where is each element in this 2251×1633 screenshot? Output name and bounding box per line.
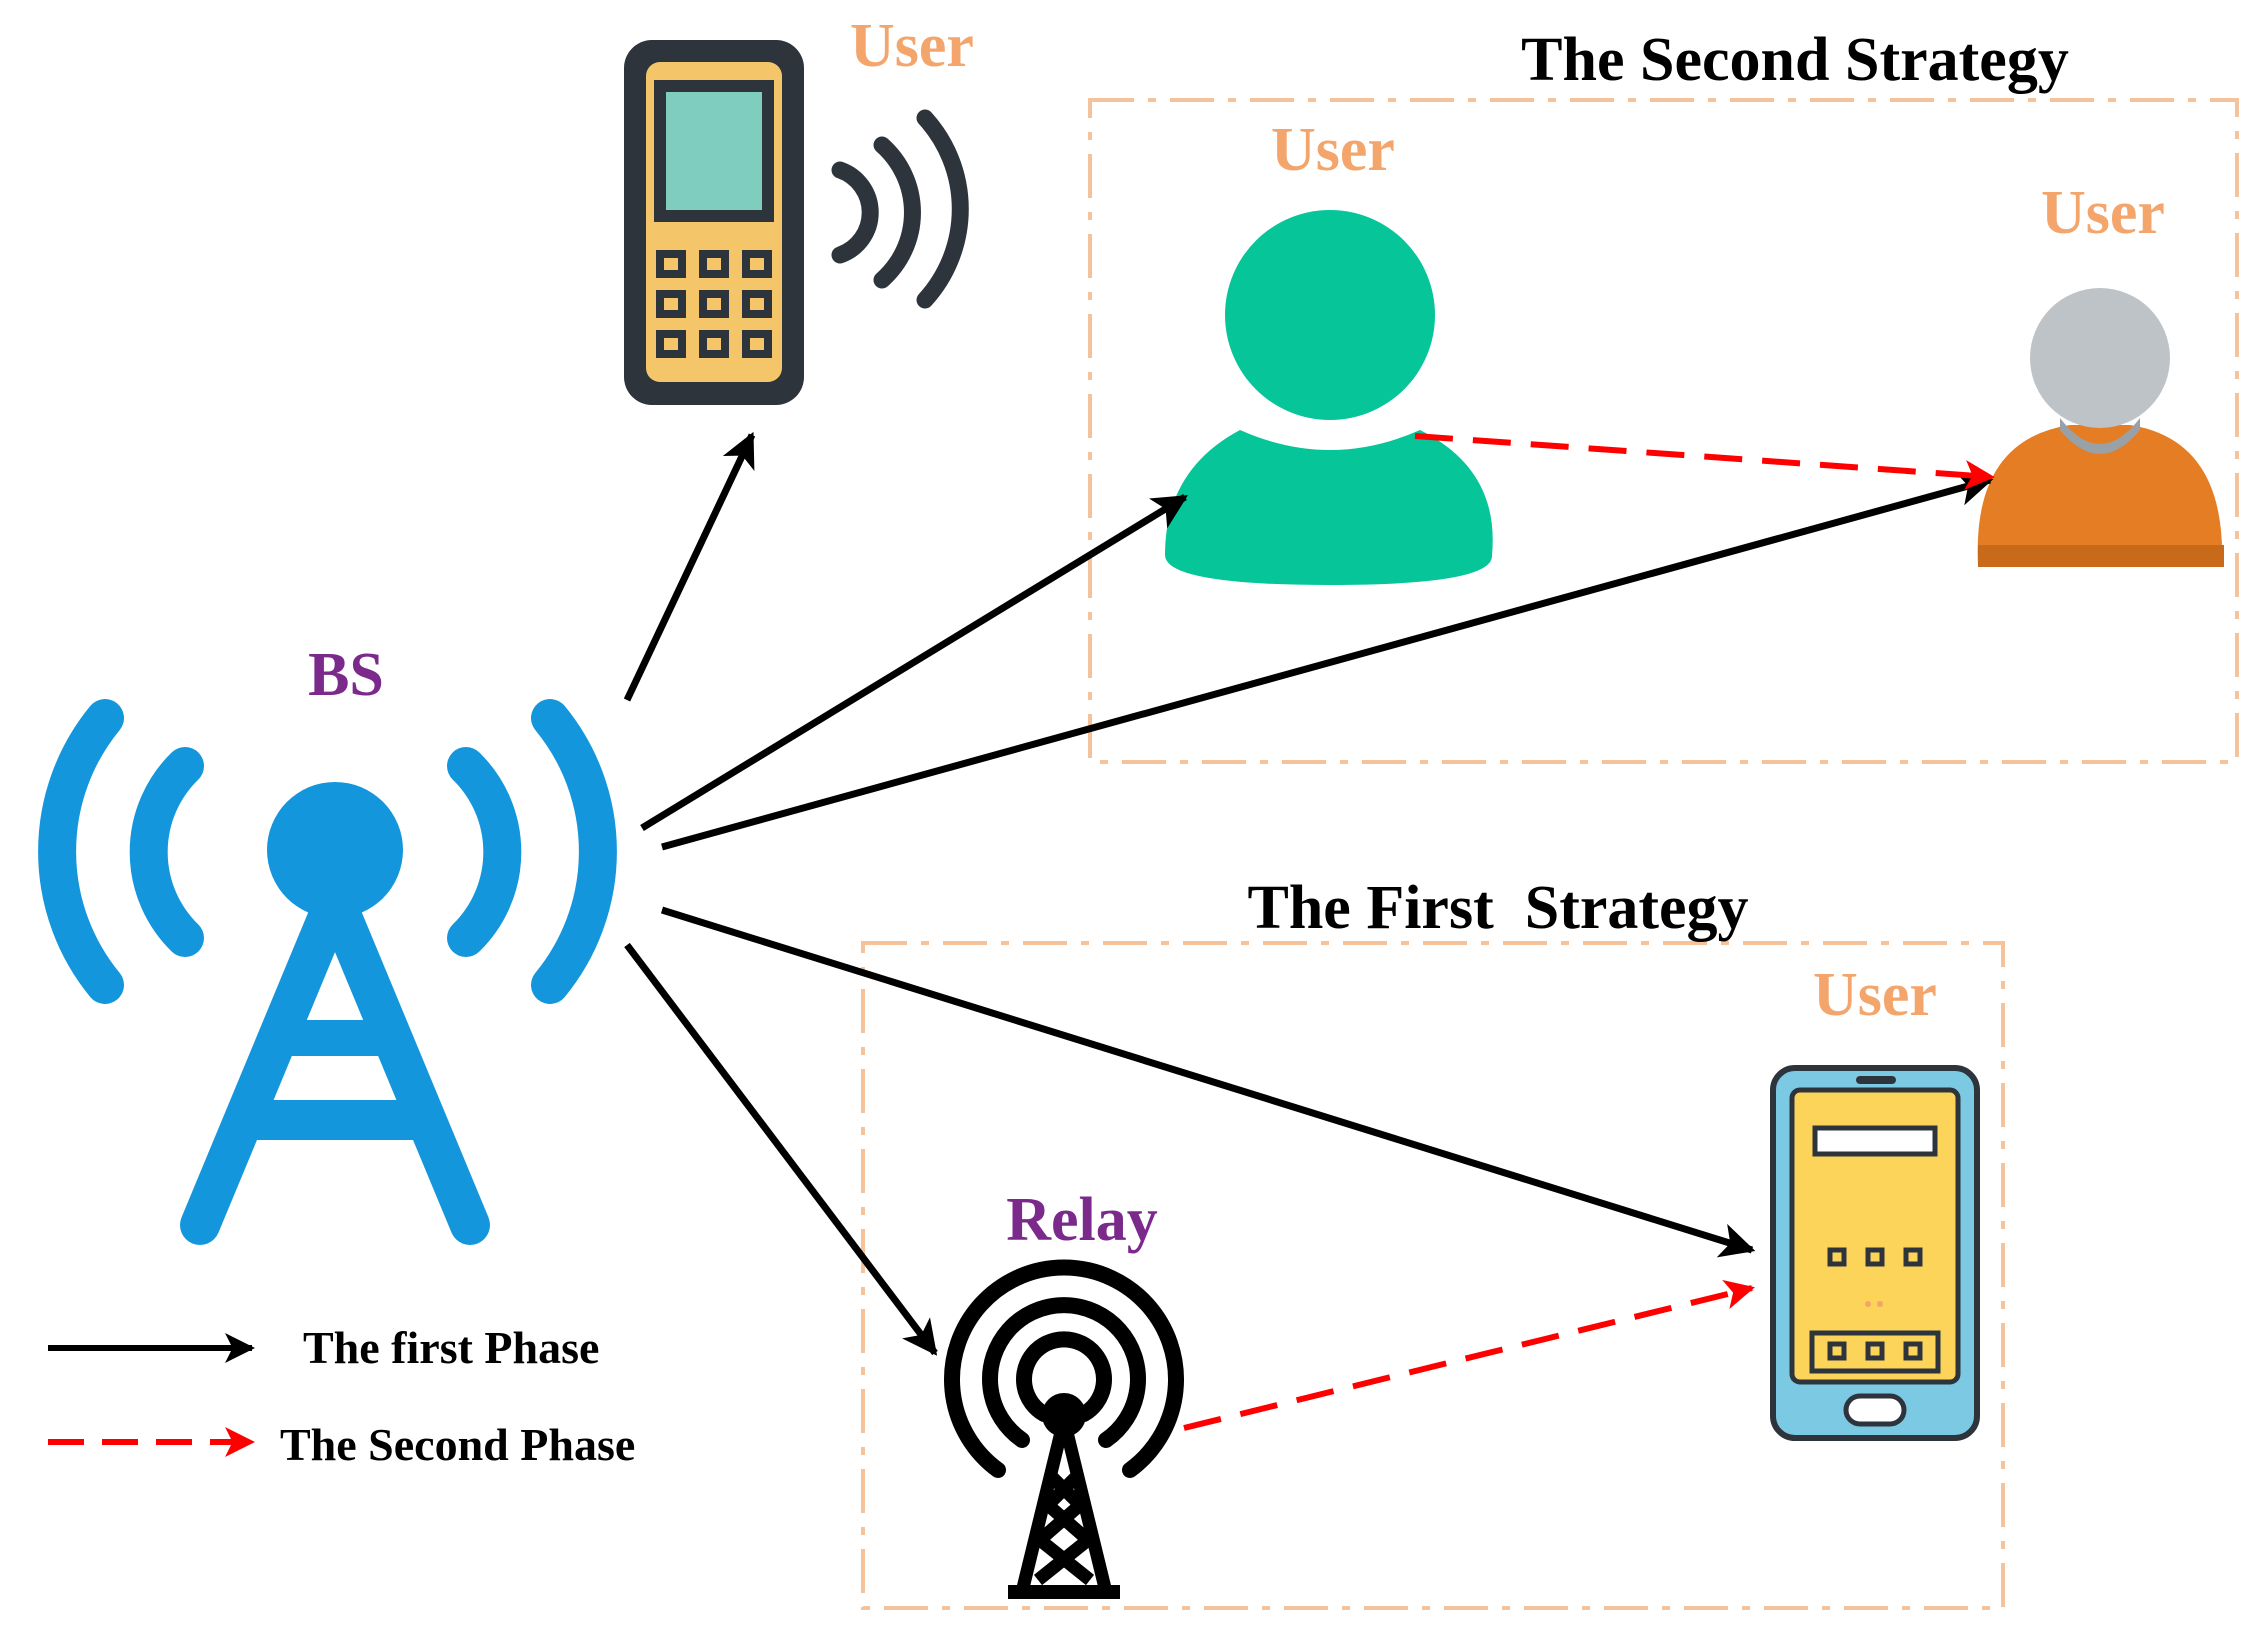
first-strategy-title: The First Strategy bbox=[1247, 874, 1748, 942]
user-second-right-label: User bbox=[2041, 179, 2165, 247]
legend: The first Phase The Second Phase bbox=[48, 1322, 635, 1470]
user-second-left-label: User bbox=[1271, 116, 1395, 184]
relay-tower-icon bbox=[944, 1259, 1184, 1599]
user-first-label: User bbox=[1813, 961, 1937, 1029]
arrow-bs-to-green-user bbox=[640, 494, 1188, 831]
arrow-bs-to-relay bbox=[624, 942, 938, 1356]
bs-label: BS bbox=[308, 641, 384, 709]
orange-user-icon bbox=[1977, 288, 2224, 567]
arrow-bs-to-smartphone bbox=[660, 906, 1756, 1258]
feature-phone-icon bbox=[624, 40, 969, 405]
arrow-bs-to-feature-phone bbox=[623, 431, 756, 702]
legend-second-phase-label: The Second Phase bbox=[280, 1419, 635, 1470]
user-top-label: User bbox=[850, 12, 974, 80]
second-strategy-box bbox=[1088, 98, 2239, 764]
relay-label: Relay bbox=[1006, 1186, 1158, 1254]
arrow-bs-to-orange-user bbox=[661, 471, 1994, 851]
legend-first-phase-label: The first Phase bbox=[303, 1322, 599, 1373]
bs-tower-icon bbox=[38, 699, 617, 1245]
arrow-relay-to-smartphone bbox=[1183, 1279, 1755, 1431]
second-strategy-title: The Second Strategy bbox=[1521, 26, 2069, 94]
smartphone-icon bbox=[1770, 1065, 1980, 1441]
green-user-icon bbox=[1165, 210, 1493, 585]
arrow-green-user-to-orange-user bbox=[1414, 433, 1995, 491]
first-strategy-box bbox=[861, 941, 2005, 1610]
